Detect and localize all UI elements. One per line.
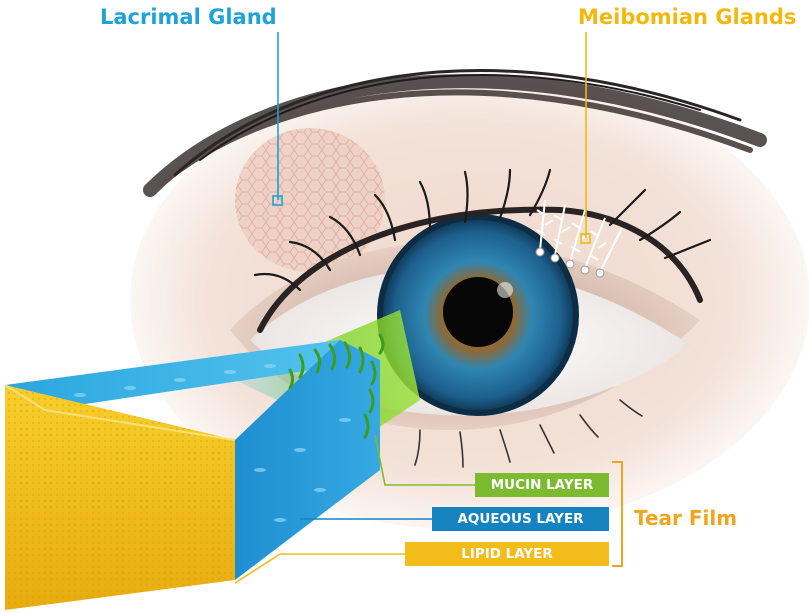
mucin-layer-label: MUCIN LAYER [475, 473, 609, 497]
aqueous-layer-label: AQUEOUS LAYER [432, 507, 609, 531]
tear-film-label: Tear Film [634, 506, 737, 530]
lacrimal-gland-label: Lacrimal Gland [100, 5, 277, 29]
lacrimal-gland [235, 128, 385, 272]
lipid-layer-label: LIPID LAYER [405, 542, 609, 566]
meibomian-glands-label: Meibomian Glands [578, 5, 796, 29]
eye-highlight [497, 282, 513, 298]
